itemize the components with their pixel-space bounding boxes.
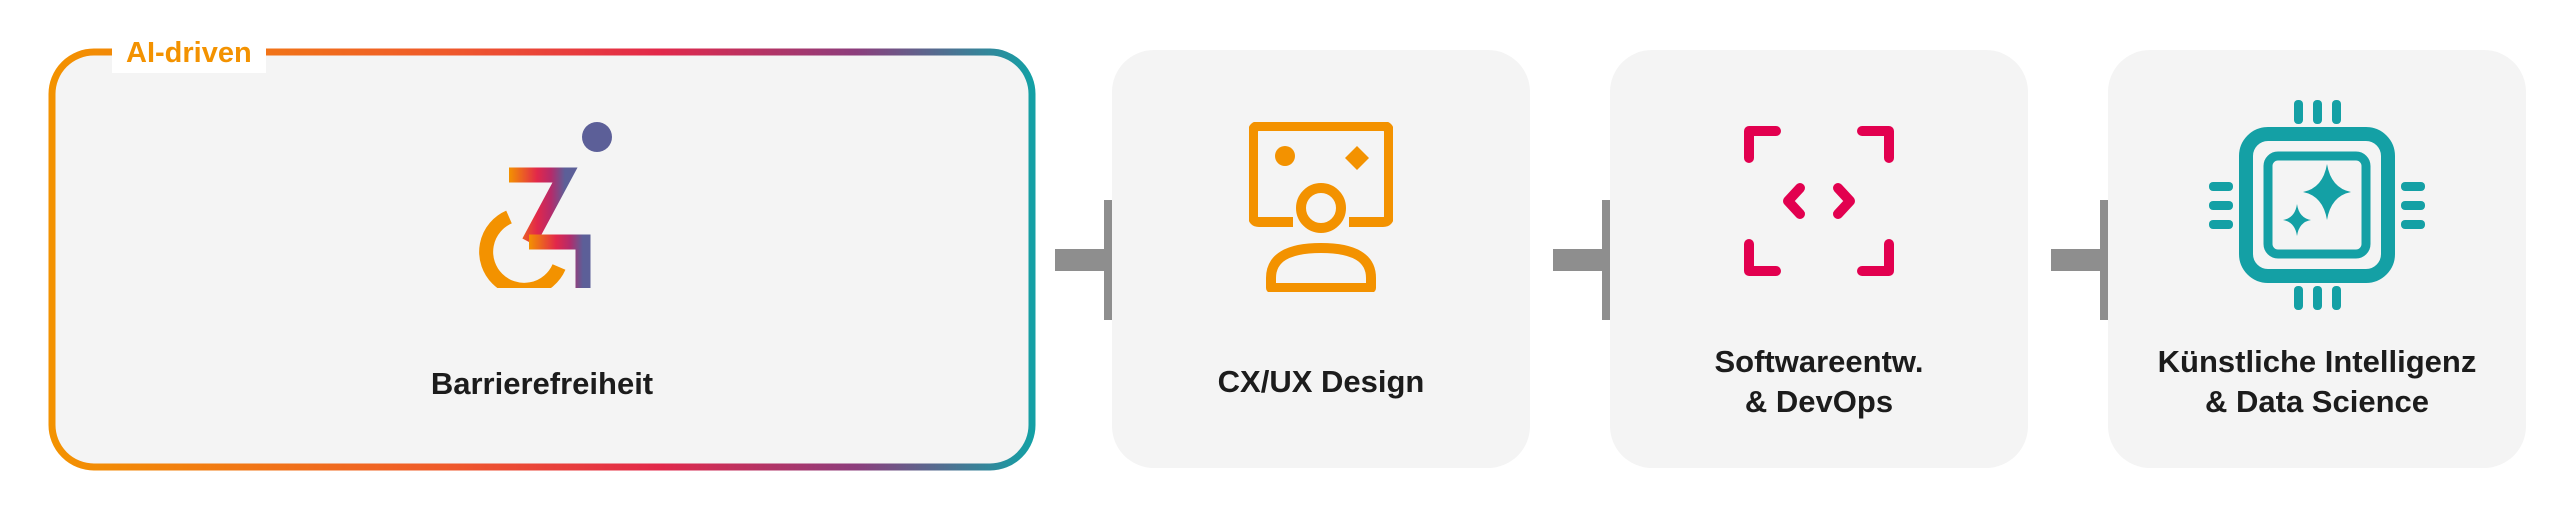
card-label: CX/UX Design	[1217, 364, 1425, 399]
ai-chip-icon	[2209, 100, 2425, 310]
card-software-devops: Softwareentw. & DevOps	[1610, 50, 2028, 468]
card-label: Softwareentw. & DevOps	[1714, 344, 1924, 419]
card-accessibility: Barrierefreiheit	[52, 52, 1032, 467]
ai-driven-badge: AI-driven	[112, 33, 266, 73]
wheelchair-icon	[467, 118, 627, 288]
presenter-screen-icon	[1249, 122, 1393, 292]
card-label: Barrierefreiheit	[430, 366, 654, 401]
card-cx-ux-design: CX/UX Design	[1112, 50, 1530, 468]
code-brackets-icon	[1744, 126, 1894, 276]
card-ai-data-science: Künstliche Intelligenz & Data Science	[2108, 50, 2526, 468]
card-label: Künstliche Intelligenz & Data Science	[2157, 344, 2477, 419]
